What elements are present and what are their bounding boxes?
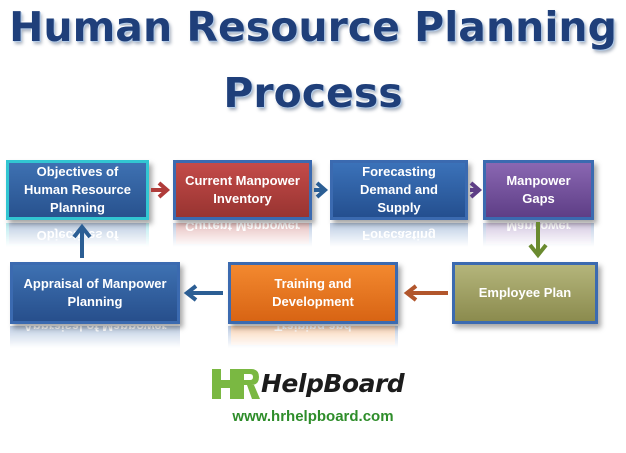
step-current-inventory: Current Manpower Inventory: [173, 160, 312, 220]
website-url[interactable]: www.hrhelpboard.com: [232, 408, 394, 425]
step-current-inventory-label: Current Manpower Inventory: [185, 173, 300, 206]
step-training-label: Training and Development: [272, 276, 354, 309]
step-manpower-gaps-label: Manpower Gaps: [506, 173, 571, 206]
arrow-forecast-to-gaps: [469, 181, 483, 199]
logo-text: HelpBoard: [261, 369, 405, 398]
step-forecasting-label: Forecasting Demand and Supply: [359, 164, 438, 215]
step-training: Training and Development: [228, 262, 398, 324]
step-objectives: Objectives of Human Resource Planning: [6, 160, 149, 220]
step-manpower-gaps: Manpower Gaps: [483, 160, 594, 220]
hr-helpboard-logo: HelpBoard: [211, 366, 405, 404]
step-employee-plan-label: Employee Plan: [478, 285, 572, 300]
arrow-gaps-to-employee: [528, 222, 548, 259]
hr-logo-icon: [212, 369, 260, 399]
arrow-inventory-to-forecast: [314, 181, 329, 199]
step-objectives-label: Objectives of Human Resource Planning: [24, 164, 131, 215]
step-appraisal: Appraisal of Manpower Planning: [10, 262, 180, 324]
arrow-employee-to-training: [403, 284, 448, 302]
step-forecasting: Forecasting Demand and Supply: [330, 160, 468, 220]
title-line-2: Process: [223, 69, 403, 117]
arrow-objectives-to-inventory: [151, 181, 171, 199]
step-employee-plan: Employee Plan: [452, 262, 598, 324]
title-line-1: Human Resource Planning: [9, 3, 617, 51]
arrow-appraisal-to-objectives: [72, 223, 92, 258]
step-appraisal-label: Appraisal of Manpower Planning: [23, 276, 167, 309]
arrow-training-to-appraisal: [183, 284, 223, 302]
